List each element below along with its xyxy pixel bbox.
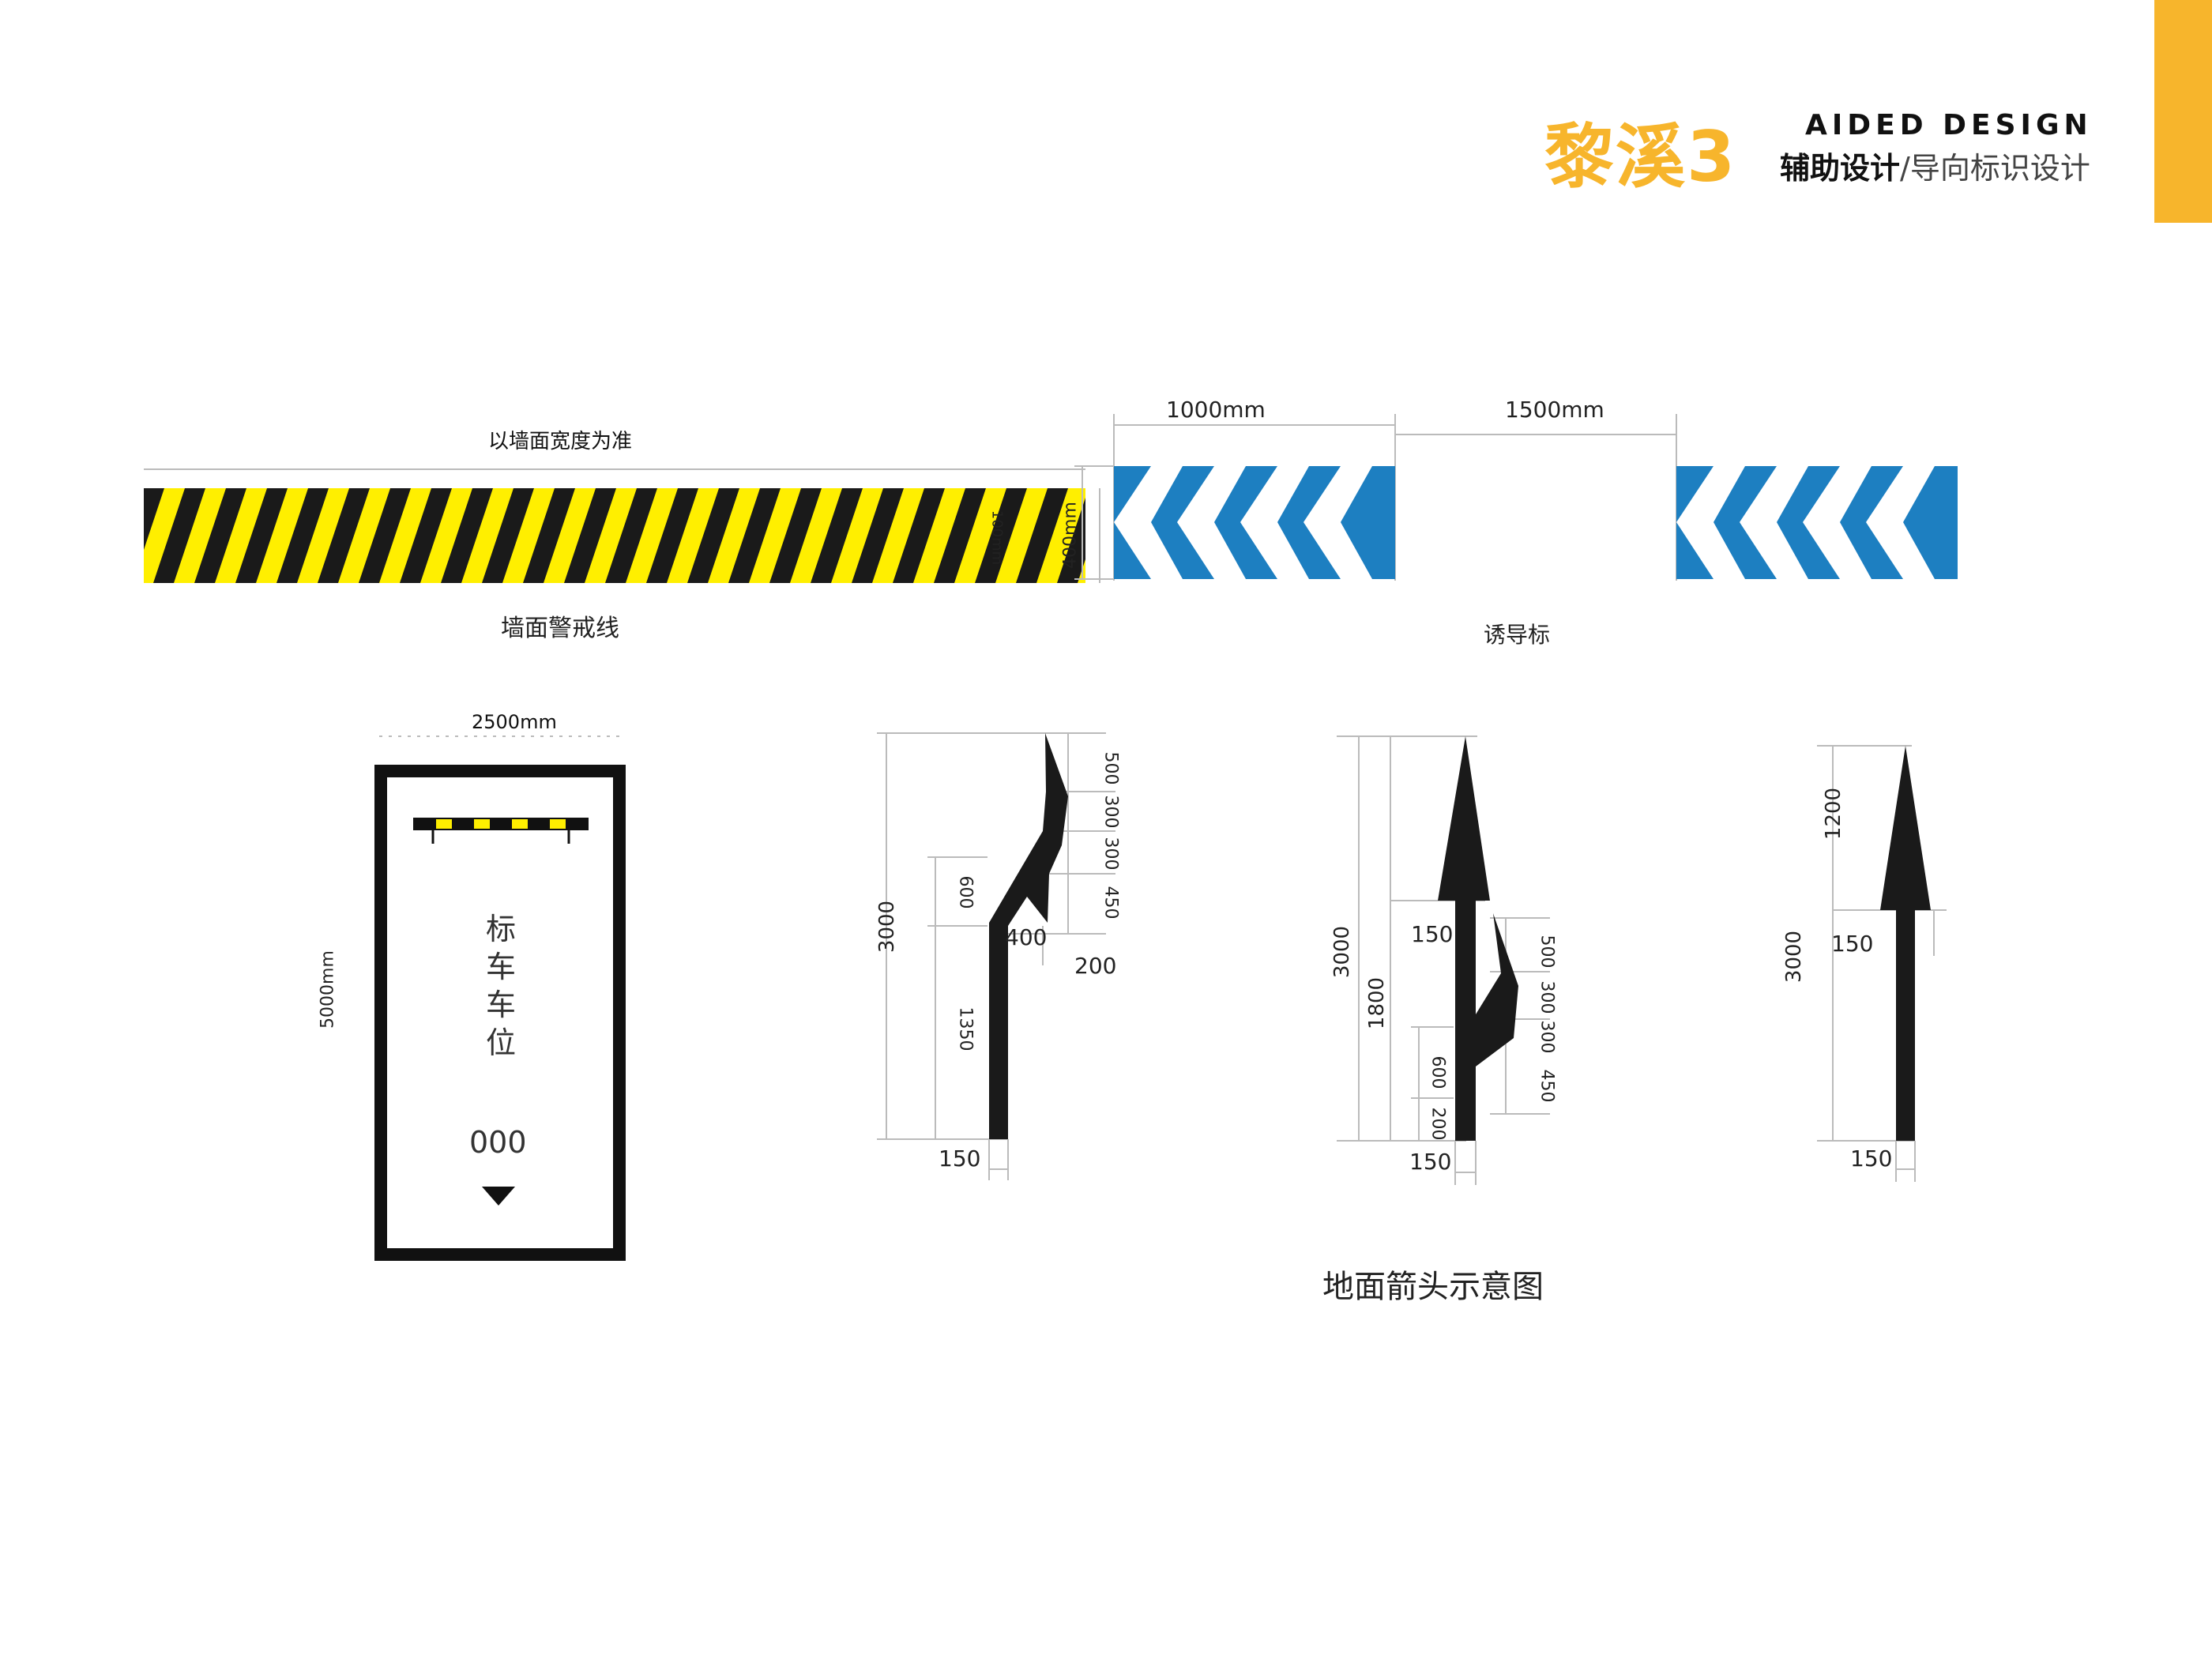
stripe-band bbox=[893, 488, 945, 583]
guide-sign-2 bbox=[1676, 466, 1958, 579]
chevron-mark bbox=[1803, 466, 1872, 579]
turn-400-label: 400 bbox=[1005, 924, 1048, 950]
sign-gap-label: 1500mm bbox=[1505, 397, 1604, 423]
chevron-mark bbox=[1114, 466, 1183, 579]
stripe-band bbox=[400, 488, 452, 583]
combo-450-label: 450 bbox=[1537, 1069, 1557, 1103]
combo-300b-label: 300 bbox=[1537, 1020, 1557, 1054]
subtitle-normal: 导向标识设计 bbox=[1909, 151, 2090, 186]
turn-300b-label: 300 bbox=[1100, 837, 1121, 871]
stripe-bands bbox=[144, 488, 1085, 583]
subtitle-bold: 辅助设计 bbox=[1780, 151, 1901, 186]
stripe-band bbox=[687, 488, 739, 583]
chevron-mark bbox=[1240, 466, 1309, 579]
stripe-band bbox=[1057, 498, 1085, 583]
wheel-stop-stripe bbox=[566, 818, 588, 830]
stripe-band bbox=[852, 488, 904, 583]
stripe-band bbox=[934, 488, 986, 583]
straight-total-label: 3000 bbox=[1782, 930, 1806, 984]
combo-arrow-shape bbox=[1438, 736, 1518, 1141]
straight-arrow-figure bbox=[1817, 745, 1947, 1182]
chevron-mark bbox=[1866, 466, 1935, 579]
chevron-mark bbox=[1304, 466, 1372, 579]
corner-accent-bar bbox=[2154, 0, 2212, 223]
parking-space-figure bbox=[374, 735, 626, 1261]
sign-height-label: 400mm bbox=[1060, 502, 1081, 569]
stripe-height-label: 100mm bbox=[988, 510, 1006, 566]
brand-english: AIDED DESIGN bbox=[1805, 109, 2093, 141]
turn-600-label: 600 bbox=[955, 875, 976, 909]
stripe-band bbox=[144, 488, 164, 550]
wheel-stop-stripes bbox=[414, 818, 588, 830]
combo-150b-label: 150 bbox=[1409, 1149, 1452, 1175]
wheel-stop-stripe bbox=[414, 818, 436, 830]
chevron-mark bbox=[1740, 466, 1808, 579]
turn-150-label: 150 bbox=[939, 1146, 981, 1172]
sign-width-label: 1000mm bbox=[1166, 397, 1266, 423]
down-triangle-icon bbox=[482, 1187, 515, 1206]
stripe-caption: 墙面警戒线 bbox=[501, 615, 619, 642]
sign-caption: 诱导标 bbox=[1484, 622, 1551, 648]
parking-char: 车 bbox=[485, 988, 516, 1022]
stripe-band bbox=[153, 488, 205, 583]
wheel-stop-stripe bbox=[528, 818, 550, 830]
stripe-band bbox=[564, 488, 616, 583]
wall-stripe-figure bbox=[144, 468, 1100, 583]
turn-300a-label: 300 bbox=[1100, 795, 1121, 829]
brand-title: 黎溪3 bbox=[1544, 116, 1737, 198]
guide-sign-1 bbox=[1114, 466, 1395, 579]
parking-frame bbox=[374, 765, 626, 1261]
stripe-band bbox=[235, 488, 288, 583]
stripe-band bbox=[194, 488, 246, 583]
turn-450-label: 450 bbox=[1100, 886, 1121, 920]
combo-150a-label: 150 bbox=[1411, 921, 1454, 947]
combo-1800-label: 1800 bbox=[1365, 976, 1389, 1030]
combo-300a-label: 300 bbox=[1537, 980, 1557, 1014]
straight-150b-label: 150 bbox=[1850, 1146, 1893, 1172]
stripe-band bbox=[975, 488, 1027, 583]
stripe-band bbox=[441, 488, 493, 583]
combo-200-label: 200 bbox=[1428, 1107, 1448, 1141]
combo-arrow-figure bbox=[1337, 735, 1550, 1185]
turn-1350-label: 1350 bbox=[955, 1006, 976, 1051]
chevron-mark bbox=[1177, 466, 1246, 579]
turn-500-label: 500 bbox=[1100, 751, 1121, 785]
wheel-stop-stripe bbox=[490, 818, 512, 830]
wheel-stop-stripe bbox=[452, 818, 474, 830]
stripe-band bbox=[482, 488, 534, 583]
ground-arrow-caption: 地面箭头示意图 bbox=[1322, 1269, 1544, 1305]
turn-arrow-shape bbox=[989, 733, 1068, 1139]
stripe-band bbox=[276, 488, 329, 583]
stripe-band bbox=[1016, 488, 1068, 583]
stripe-band bbox=[523, 488, 575, 583]
turn-arrow-figure bbox=[877, 732, 1115, 1180]
parking-vertical-text: 标 车 车 位 bbox=[483, 910, 518, 1062]
straight-150a-label: 150 bbox=[1831, 931, 1874, 957]
stripe-width-label: 以墙面宽度为准 bbox=[488, 430, 633, 453]
straight-arrow-shape bbox=[1880, 746, 1931, 1141]
stripe-band bbox=[318, 488, 370, 583]
straight-1200-label: 1200 bbox=[1822, 787, 1845, 841]
stripe-band bbox=[769, 488, 822, 583]
stripe-band bbox=[359, 488, 411, 583]
chevron-mark bbox=[1676, 466, 1745, 579]
parking-char: 位 bbox=[485, 1025, 516, 1060]
brand-subtitle: 辅助设计/导向标识设计 bbox=[1780, 144, 2090, 187]
combo-500-label: 500 bbox=[1537, 935, 1557, 969]
combo-600-label: 600 bbox=[1428, 1055, 1448, 1089]
turn-total-label: 3000 bbox=[875, 900, 899, 954]
subtitle-sep: / bbox=[1900, 151, 1910, 186]
stripe-band bbox=[646, 488, 698, 583]
stripe-band bbox=[605, 488, 657, 583]
parking-char: 车 bbox=[485, 950, 516, 984]
parking-number: 000 bbox=[469, 1125, 527, 1160]
stripe-band bbox=[728, 488, 781, 583]
parking-width-label: 2500mm bbox=[472, 711, 557, 733]
parking-char: 标 bbox=[485, 912, 516, 946]
combo-total-label: 3000 bbox=[1330, 925, 1354, 979]
turn-200-label: 200 bbox=[1074, 953, 1117, 979]
stripe-band bbox=[811, 488, 863, 583]
guide-sign-figure bbox=[1074, 414, 1958, 581]
